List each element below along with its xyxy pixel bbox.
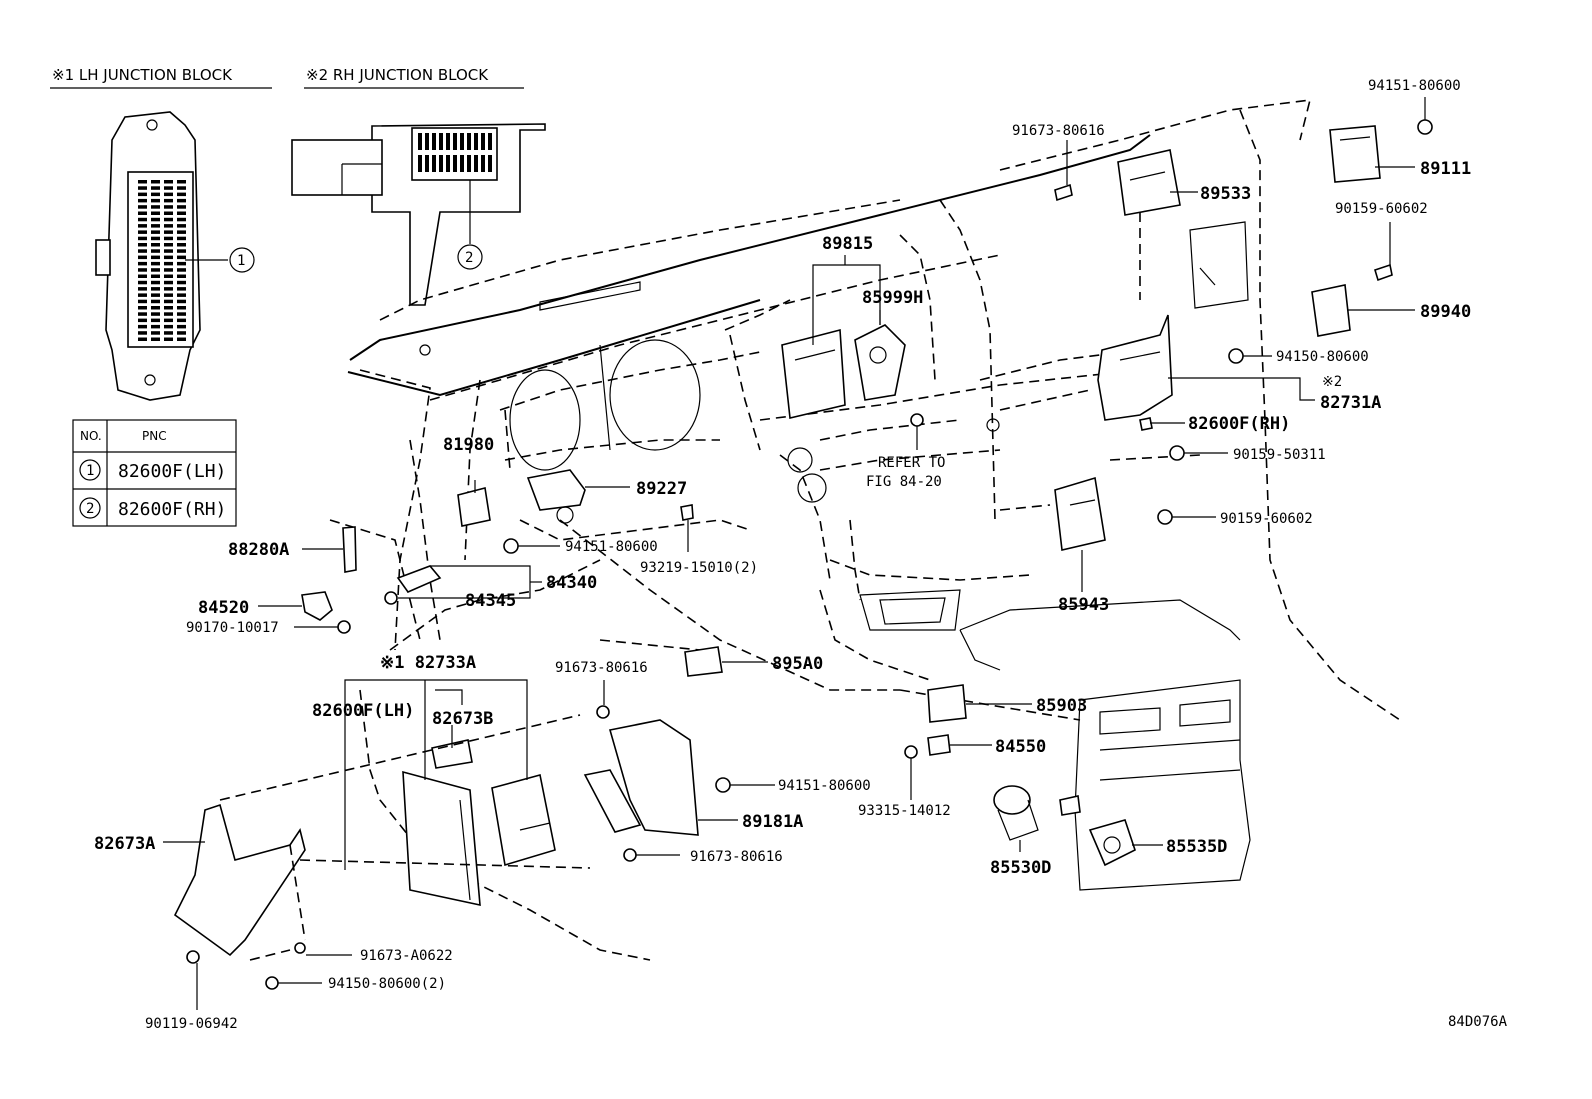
label-84345: 84345 — [465, 591, 516, 611]
label-88280A: 88280A — [228, 540, 289, 560]
lh-junction-block-title: ※1 LH JUNCTION BLOCK — [52, 66, 233, 84]
label-895A0: 895A0 — [772, 654, 823, 674]
dashboard-outline — [329, 99, 1401, 961]
label-93315-14012: 93315-14012 — [858, 803, 951, 819]
label-81980: 81980 — [443, 435, 494, 455]
label-94151-80600-top: 94151-80600 — [1368, 78, 1461, 94]
label-82731A: 82731A — [1320, 393, 1381, 413]
label-89815: 89815 — [822, 234, 873, 254]
table-row-2-no: 2 — [86, 501, 94, 517]
label-89533: 89533 — [1200, 184, 1251, 204]
label-91673-80616-top: 91673-80616 — [1012, 123, 1105, 139]
label-91673-80616-mid: 91673-80616 — [555, 660, 648, 676]
table-row-1-no: 1 — [86, 463, 94, 479]
label-90159-60602-mid: 90159-60602 — [1220, 511, 1313, 527]
label-85999H: 85999H — [862, 288, 923, 308]
lh-junction-block-drawing: 1 — [95, 111, 255, 401]
label-82600F-RH: 82600F(RH) — [1188, 414, 1290, 434]
part-labels: 94151-80600 89111 91673-80616 89533 9015… — [94, 78, 1508, 1032]
leader-lines — [163, 97, 1426, 1010]
callout-1: 1 — [237, 253, 245, 269]
label-89940: 89940 — [1420, 302, 1471, 322]
table-col-pnc: PNC — [142, 429, 167, 443]
label-89227: 89227 — [636, 479, 687, 499]
label-90159-50311: 90159-50311 — [1233, 447, 1326, 463]
label-90119-06942: 90119-06942 — [145, 1016, 238, 1032]
label-90159-60602-top: 90159-60602 — [1335, 201, 1428, 217]
label-84550: 84550 — [995, 737, 1046, 757]
pnc-table: NO. PNC 1 82600F(LH) 2 82600F(RH) — [72, 419, 237, 527]
label-84340: 84340 — [546, 573, 597, 593]
label-90170-10017: 90170-10017 — [186, 620, 279, 636]
label-85535D: 85535D — [1166, 837, 1227, 857]
rh-junction-block-title: ※2 RH JUNCTION BLOCK — [306, 66, 489, 84]
label-fig-84-20: FIG 84-20 — [866, 474, 942, 490]
label-94151-80600-mid: 94151-80600 — [565, 539, 658, 555]
part-shapes — [173, 119, 1433, 990]
label-93219-15010: 93219-15010(2) — [640, 560, 758, 576]
label-89111: 89111 — [1420, 159, 1471, 179]
table-row-2-pnc: 82600F(RH) — [118, 499, 226, 520]
label-94150-80600-2: 94150-80600(2) — [328, 976, 446, 992]
table-col-no: NO. — [80, 429, 102, 443]
label-82673A: 82673A — [94, 834, 155, 854]
figure-id: 84D076A — [1448, 1014, 1508, 1030]
callout-2: 2 — [465, 250, 473, 266]
label-91673-A0622: 91673-A0622 — [360, 948, 453, 964]
label-82733A: ※1 82733A — [380, 653, 476, 673]
label-82600F-LH: 82600F(LH) — [312, 701, 414, 721]
label-94151-80600-low: 94151-80600 — [778, 778, 871, 794]
label-85530D: 85530D — [990, 858, 1051, 878]
label-refer-to: REFER TO — [878, 455, 945, 471]
label-89181A: 89181A — [742, 812, 803, 832]
label-82673B: 82673B — [432, 709, 493, 729]
label-85943: 85943 — [1058, 595, 1109, 615]
label-85903: 85903 — [1036, 696, 1087, 716]
label-91673-80616-low: 91673-80616 — [690, 849, 783, 865]
rh-junction-block-drawing: 2 — [291, 123, 546, 306]
label-94150-80600: 94150-80600 — [1276, 349, 1369, 365]
mark-2: ※2 — [1322, 374, 1342, 390]
table-row-1-pnc: 82600F(LH) — [118, 461, 226, 482]
label-84520: 84520 — [198, 598, 249, 618]
